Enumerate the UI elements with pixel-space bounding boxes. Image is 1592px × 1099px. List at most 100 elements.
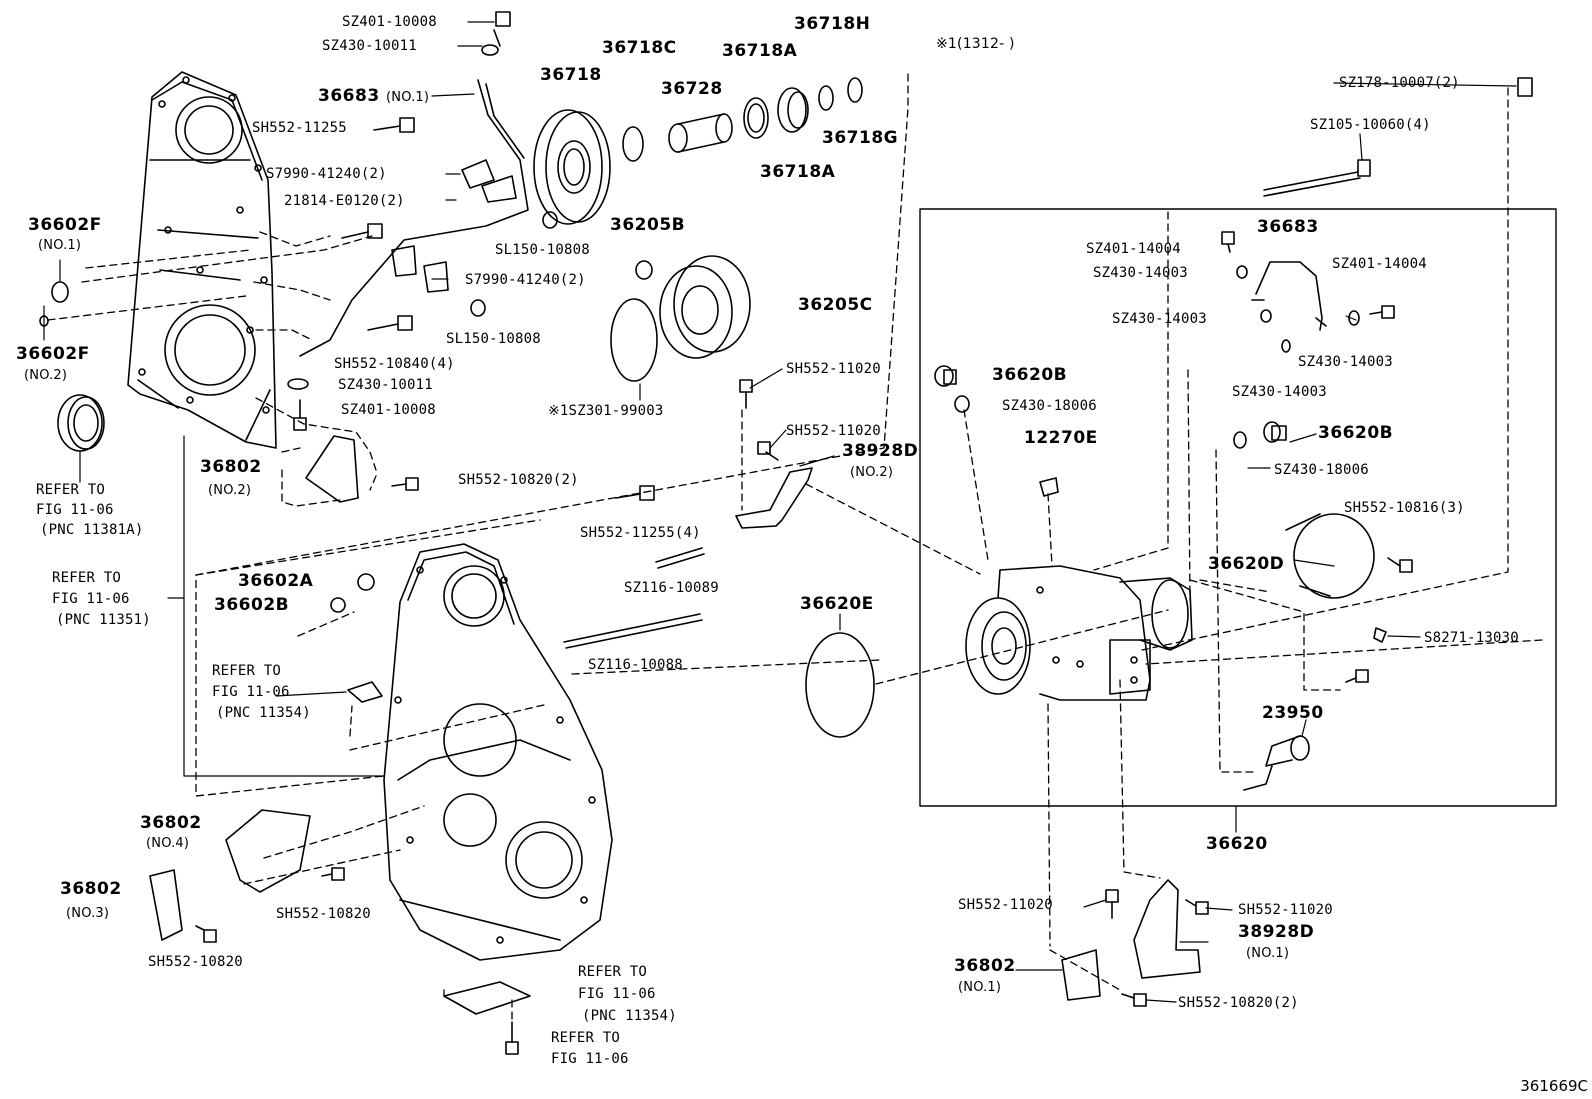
part-label-refer-11351-2: FIG 11-06: [52, 591, 130, 607]
part-label-refer-11381a-3: (PNC 11381A): [40, 522, 144, 538]
bolt-sh552-10820-a-icon: [321, 867, 345, 881]
bushing-36205b-icon: [635, 260, 653, 280]
o-ring-36718g-icon: [847, 77, 863, 103]
gasket-sz430-18006-b-icon: [1233, 431, 1247, 449]
oil-pipe-36683-no1-icon: [299, 79, 529, 357]
washer-sz430-a-icon: [481, 44, 499, 56]
clip-s8271-icon: [1373, 627, 1387, 643]
bolt-sh552-10816-icon: [1387, 557, 1413, 573]
dashed-leader-lines: [47, 73, 1543, 1021]
part-label-sz430-10011-a: SZ430-10011: [322, 38, 417, 54]
plug-36620b-1-icon: [934, 365, 957, 387]
part-label-sz116-10089: SZ116-10089: [624, 580, 719, 596]
part-label-sh552-10816: SH552-10816(3): [1344, 500, 1465, 516]
part-label-p36802-no4: 36802: [140, 813, 202, 833]
note-header: ※1(1312- ): [936, 36, 1015, 52]
part-label-p36683: 36683: [1257, 217, 1319, 237]
bolt-sh552-10820-2b-icon: [1121, 993, 1147, 1007]
o-ring-36620e-icon: [805, 632, 875, 738]
part-label-p36620e: 36620E: [800, 594, 874, 614]
part-label-sz430-14003-d: SZ430-14003: [1232, 384, 1327, 400]
part-label-sz430-18006-b: SZ430-18006: [1274, 462, 1369, 478]
part-label-p36602a: 36602A: [238, 571, 314, 591]
clip-d-icon: [423, 261, 449, 293]
part-label-refer-last-1: REFER TO: [551, 1030, 621, 1046]
assembly-36620-box: [919, 208, 1557, 807]
part-label-refer-11351-1: REFER TO: [52, 570, 122, 586]
part-label-refer-11351-3: (PNC 11351): [56, 612, 151, 628]
part-label-p36602f-1: 36602F: [28, 215, 102, 235]
part-label-p36602b: 36602B: [214, 595, 290, 615]
part-label-sz430-14003-a: SZ430-14003: [1093, 265, 1188, 281]
cover-36620d-icon: [1285, 513, 1375, 599]
oil-seal-large-icon: [57, 394, 105, 452]
washer-14003-b-icon: [1260, 309, 1272, 323]
part-label-p36718a-1: 36718A: [722, 41, 798, 61]
bearing-36718a-icon: [743, 97, 769, 139]
part-label-sl150-10808-b: SL150-10808: [446, 331, 541, 347]
bracket-36802-no4-icon: [225, 809, 311, 893]
part-label-p36802-no2: 36802: [200, 457, 262, 477]
part-label-p36802-no1: 36802: [954, 956, 1016, 976]
part-label-p23950: 23950: [1262, 703, 1324, 723]
part-label-p36602f-2-sub: (NO.2): [24, 368, 68, 383]
part-label-s7990-41240-a: S7990-41240(2): [266, 166, 387, 182]
washer-14003-c-icon: [1348, 310, 1360, 326]
part-label-p36620b-1: 36620B: [992, 365, 1068, 385]
part-label-sz401-14004-a: SZ401-14004: [1086, 241, 1181, 257]
snap-ring-36718c-icon: [622, 126, 644, 162]
stud-sz116-10089-icon: [655, 547, 705, 569]
part-label-p36802-no1-sub: (NO.1): [958, 980, 1002, 995]
part-label-p38928d-no2: 38928D: [842, 441, 919, 461]
part-label-p36802-no3: 36802: [60, 879, 122, 899]
nut-sl150-a-icon: [542, 211, 558, 229]
part-label-p36683-no1: 36683: [318, 86, 380, 106]
part-label-p36718a-2: 36718A: [760, 162, 836, 182]
bolt-sh552-11020-d-icon: [1185, 899, 1209, 915]
solid-leader-lines: [43, 21, 1517, 1003]
bolt-lower-right-icon: [1345, 669, 1369, 683]
bracket-36802-no3-icon: [149, 869, 183, 941]
cover-11354-a-icon: [347, 681, 383, 703]
part-label-p36205b: 36205B: [610, 215, 686, 235]
part-label-sz178-10007: SZ178-10007(2): [1339, 75, 1460, 91]
part-label-p36620b-2: 36620B: [1318, 423, 1394, 443]
part-label-p36718h: 36718H: [794, 14, 871, 34]
washer-14003-d-icon: [1281, 339, 1291, 353]
front-cover-plate-icon: [127, 71, 277, 449]
bolt-sh552-11255-icon: [373, 117, 415, 133]
switch-23950-icon: [1243, 735, 1310, 791]
part-label-refer-11354a-1: REFER TO: [212, 663, 282, 679]
bolt-sh552-10840-icon: [367, 315, 413, 331]
clip-a-icon: [461, 159, 495, 189]
part-label-sh552-10820-2b: SH552-10820(2): [1178, 995, 1299, 1011]
washer-14003-a-icon: [1236, 265, 1248, 279]
part-label-refer-11381a-1: REFER TO: [36, 482, 106, 498]
part-label-sz430-14003-b: SZ430-14003: [1112, 311, 1207, 327]
part-label-refer-last-2: FIG 11-06: [551, 1051, 629, 1067]
bracket-36802-no1-icon: [1061, 949, 1101, 1001]
bearing-36718a-2-icon: [777, 87, 809, 133]
bracket-36802-no2-icon: [305, 435, 359, 503]
part-label-p36602f-1-sub: (NO.1): [38, 238, 82, 253]
part-label-s7990-41240-b: S7990-41240(2): [465, 272, 586, 288]
part-label-sz301-99003: ※1SZ301-99003: [548, 403, 664, 419]
bolt-sz105-icon: [1263, 159, 1371, 197]
clip-b-icon: [481, 175, 517, 203]
part-label-sh552-10820-b: SH552-10820: [148, 954, 243, 970]
bolt-sh552-10820-b-icon: [195, 925, 217, 943]
part-label-p38928d-no1: 38928D: [1238, 922, 1315, 942]
part-label-sl150-10808-a: SL150-10808: [495, 242, 590, 258]
part-label-sh552-10820-a: SH552-10820: [276, 906, 371, 922]
part-label-p36620: 36620: [1206, 834, 1268, 854]
gear-36205c-icon: [659, 255, 751, 359]
part-label-sz430-18006-a: SZ430-18006: [1002, 398, 1097, 414]
part-label-sz401-10008-b: SZ401-10008: [341, 402, 436, 418]
part-label-p36802-no2-sub: (NO.2): [208, 483, 252, 498]
part-label-s8271-13030: S8271-13030: [1424, 630, 1519, 646]
gasket-sz430-18006-a-icon: [954, 395, 970, 413]
bolt-sz401-10008-icon: [493, 11, 511, 47]
o-ring-sz301-icon: [610, 298, 658, 382]
part-label-p36802-no3-sub: (NO.3): [66, 906, 110, 921]
part-label-p12270e: 12270E: [1024, 428, 1098, 448]
